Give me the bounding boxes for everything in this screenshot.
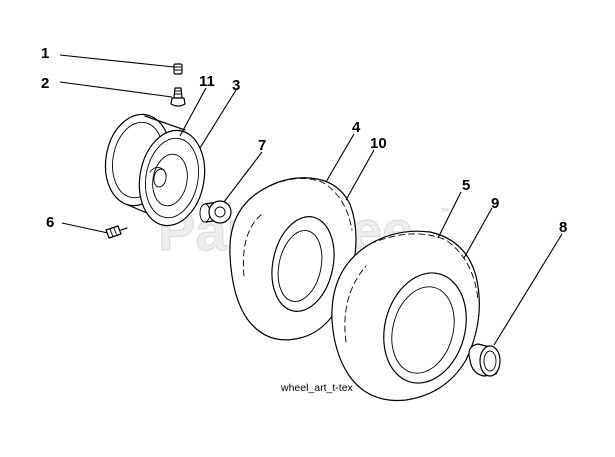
outer-tire-part xyxy=(331,230,480,402)
hub-cap-part xyxy=(468,343,501,377)
callout-11: 11 xyxy=(199,73,215,90)
callouts: 1 2 11 3 7 4 10 5 9 8 6 xyxy=(41,45,567,236)
callout-4: 4 xyxy=(352,119,361,136)
callout-8: 8 xyxy=(559,219,567,236)
valve-cap-part xyxy=(173,63,183,75)
callout-10: 10 xyxy=(370,135,387,152)
inner-tire-part xyxy=(229,177,357,341)
leader-lines xyxy=(59,54,563,346)
callout-1: 1 xyxy=(41,45,49,62)
callout-5: 5 xyxy=(462,177,470,194)
valve-stem-part xyxy=(170,87,186,107)
callout-7: 7 xyxy=(258,137,266,154)
bushing-part xyxy=(199,200,232,224)
grease-fitting-part xyxy=(105,225,128,239)
wheel-rim-part xyxy=(104,113,206,227)
callout-3: 3 xyxy=(232,77,240,94)
callout-9: 9 xyxy=(491,195,499,212)
callout-2: 2 xyxy=(41,75,49,92)
callout-6: 6 xyxy=(46,214,54,231)
watermark-trademark: ™ xyxy=(440,206,449,216)
diagram-caption: wheel_art_t-tex xyxy=(280,382,354,394)
